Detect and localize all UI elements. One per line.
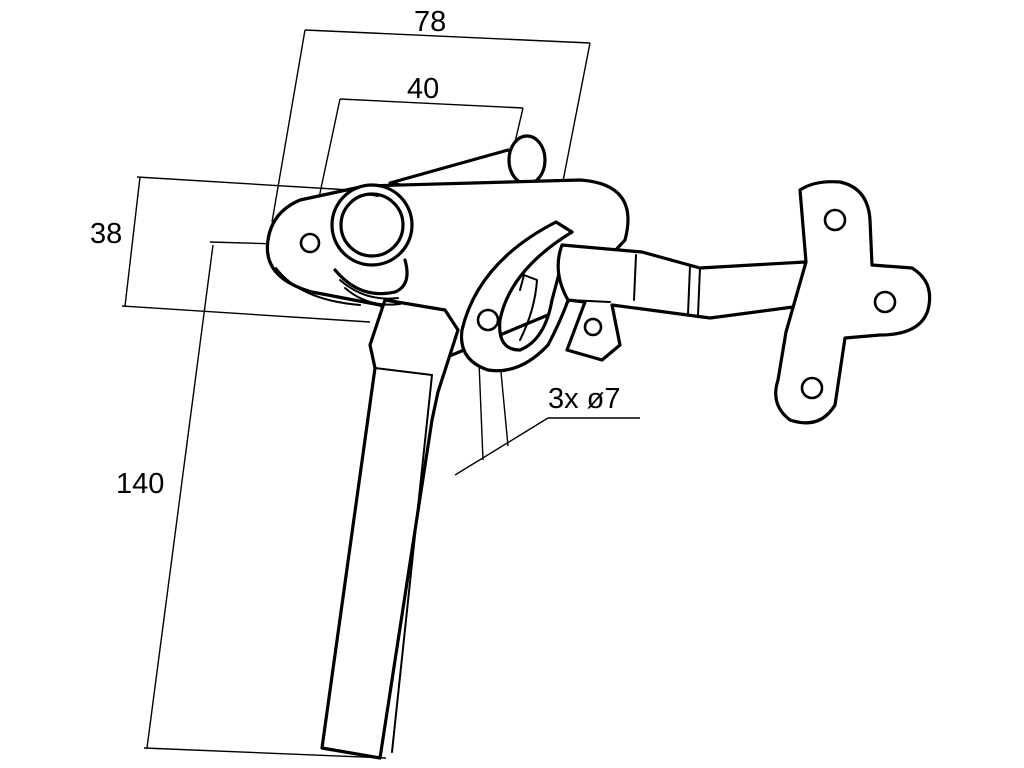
dimension-lines bbox=[121, 29, 640, 759]
dim-140-label: 140 bbox=[116, 468, 164, 500]
mount-hole bbox=[800, 376, 824, 400]
latch-assembly bbox=[265, 134, 932, 760]
hook bbox=[459, 220, 584, 373]
dim-40-label: 40 bbox=[407, 73, 439, 105]
mount-hole bbox=[873, 290, 897, 314]
dim-holes-label: 3x ø7 bbox=[548, 383, 621, 415]
mount-hole bbox=[476, 308, 500, 332]
dim-78-label: 78 bbox=[414, 6, 446, 38]
mount-hole bbox=[823, 208, 847, 232]
strike-pin bbox=[583, 317, 603, 337]
handle bbox=[320, 298, 460, 760]
dim-38-label: 38 bbox=[90, 218, 122, 250]
pivot-coil bbox=[333, 258, 409, 296]
wedge-knob bbox=[507, 134, 547, 186]
mount-plate bbox=[774, 180, 932, 425]
mount-hole bbox=[299, 232, 321, 254]
strike-arm bbox=[556, 243, 810, 362]
